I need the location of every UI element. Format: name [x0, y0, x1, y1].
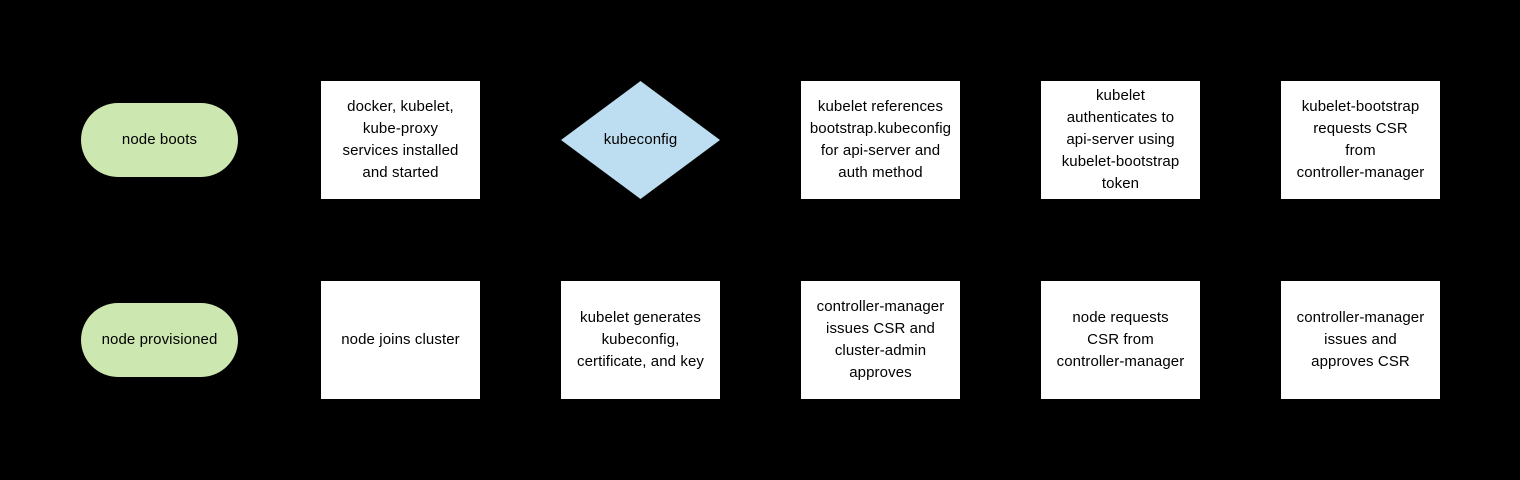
flow-node-kubelet-generates-kubeconfig[interactable]: kubelet generates kubeconfig, certificat…: [561, 281, 720, 399]
flow-node-label: node boots: [121, 131, 198, 148]
flow-node-node-joins-cluster[interactable]: node joins cluster: [321, 281, 480, 399]
flow-node-node-requests-csr[interactable]: node requests CSR from controller-manage…: [1041, 281, 1200, 399]
flow-node-kubelet-bootstrap-requests-csr[interactable]: kubelet-bootstrap requests CSR from cont…: [1281, 81, 1440, 199]
flow-node-label: kubeconfig: [603, 131, 678, 148]
flow-node-label: node requests CSR from controller-manage…: [1056, 309, 1185, 370]
flow-node-services-installed[interactable]: docker, kubelet, kube-proxy services ins…: [321, 81, 480, 199]
flow-node-node-provisioned[interactable]: node provisioned: [81, 303, 238, 377]
flow-node-label: kubelet generates kubeconfig, certificat…: [576, 309, 705, 370]
flow-node-label: docker, kubelet, kube-proxy services ins…: [342, 98, 459, 181]
flow-node-kubelet-authenticates[interactable]: kubelet authenticates to api-server usin…: [1041, 81, 1200, 199]
flow-node-controller-manager-issues-csr[interactable]: controller-manager issues CSR and cluste…: [801, 281, 960, 399]
flow-node-label: node provisioned: [101, 331, 218, 348]
flow-node-label: kubelet authenticates to api-server usin…: [1061, 87, 1180, 192]
flow-node-kubeconfig-decision[interactable]: kubeconfig: [561, 81, 720, 199]
flow-node-controller-manager-approves-csr[interactable]: controller-manager issues and approves C…: [1281, 281, 1440, 399]
flow-node-label: kubelet references bootstrap.kubeconfig …: [809, 98, 952, 181]
flow-node-label: node joins cluster: [341, 331, 460, 348]
flow-node-label: kubelet-bootstrap requests CSR from cont…: [1296, 98, 1425, 181]
flow-node-label: controller-manager issues and approves C…: [1296, 309, 1425, 370]
flow-node-kubelet-references-bootstrap[interactable]: kubelet references bootstrap.kubeconfig …: [801, 81, 960, 199]
flow-node-label: controller-manager issues CSR and cluste…: [816, 298, 945, 381]
flow-node-node-boots[interactable]: node boots: [81, 103, 238, 177]
